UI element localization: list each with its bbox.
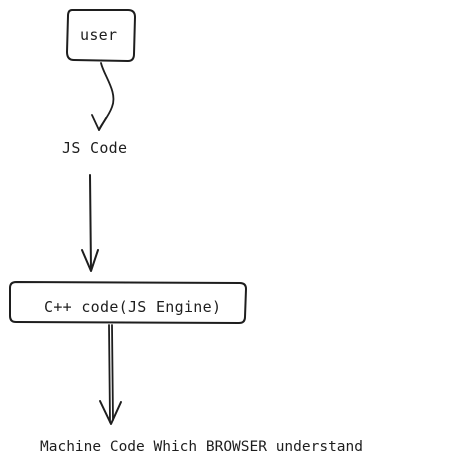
arrow-user-to-jscode <box>98 62 115 131</box>
arrowhead-jscode-to-engine <box>81 249 99 272</box>
machine-code-label: Machine Code Which BROWSER understand <box>40 439 364 455</box>
js-code-label: JS Code <box>62 139 128 157</box>
arrow-jscode-to-engine <box>89 174 92 271</box>
arrowhead-engine-to-machine <box>99 400 122 425</box>
arrow-engine-to-machine <box>108 324 114 423</box>
engine-box <box>9 281 247 324</box>
user-label: user <box>80 26 118 44</box>
engine-label: C++ code(JS Engine) <box>44 298 222 316</box>
arrowhead-user-to-jscode <box>91 114 107 131</box>
user-box <box>66 9 136 62</box>
